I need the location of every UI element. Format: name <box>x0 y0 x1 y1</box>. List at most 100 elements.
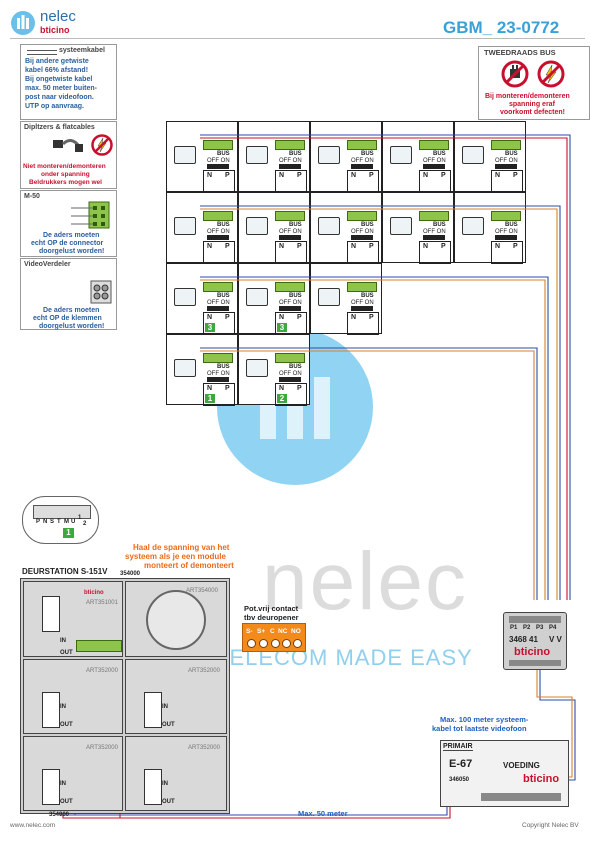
website: www.nelec.com <box>10 822 56 829</box>
dip-switch[interactable] <box>495 235 517 240</box>
terminal-strip <box>76 640 122 652</box>
n-label: N <box>207 172 213 179</box>
dip-label-u: U <box>71 519 76 525</box>
in-label: IN <box>60 781 66 787</box>
note-videoverdeler-line-2: echt OP de klemmen <box>33 315 102 322</box>
out-label: OUT <box>60 722 73 728</box>
bus-label: BUS <box>361 222 374 228</box>
note-bus-line-1: Bij monteren/demonteren <box>485 93 570 100</box>
videophone-unit: BUS OFF ON N P <box>310 263 382 335</box>
terminal-block <box>419 211 449 221</box>
note-cable-line-3: Bij ongetwiste kabel <box>25 76 93 83</box>
monitor-icon <box>246 217 268 235</box>
videophone-grid: BUS OFF ON N P BUS OFF ON N P BUS OFF ON… <box>166 121 526 406</box>
note-bus-line-3: voorkomt defecten! <box>500 109 565 116</box>
off-on-label: OFF ON <box>279 371 302 377</box>
door-station-code-bottom: 354000 <box>49 812 70 818</box>
module-button: ART352000 IN OUT <box>125 659 227 734</box>
port-p3: P3 <box>536 625 544 631</box>
in-label: IN <box>60 704 66 710</box>
power-model: E-67 <box>449 758 473 770</box>
dip-switch[interactable] <box>207 377 229 382</box>
bus-label: BUS <box>217 151 230 157</box>
note-m50-title: M-50 <box>24 193 40 200</box>
module-keypad: ART351001 bticino IN OUT <box>23 581 123 657</box>
flatcable-icon <box>53 139 83 152</box>
videophone-unit: BUS OFF ON N P 1 <box>166 334 238 406</box>
keypad-icon <box>42 596 60 632</box>
dip-label-p: P <box>36 519 41 525</box>
dip-label-m: M <box>64 519 69 525</box>
terminal-block <box>203 353 233 363</box>
note-videoverdeler-line-1: De aders moeten <box>43 307 100 314</box>
terminal-block <box>419 140 449 150</box>
monitor-icon <box>462 146 484 164</box>
door-station-code-top: 354000 <box>120 571 141 577</box>
bus-label: BUS <box>217 293 230 299</box>
note-videoverdeler: VideoVerdeler De aders moeten echt OP de… <box>20 258 117 330</box>
video-distributor: P1 P2 P3 P4 3468 41 V V bticino <box>503 612 567 670</box>
terminal-c: C <box>270 628 275 635</box>
in-label: IN <box>162 704 168 710</box>
note-m50-line-1: De aders moeten <box>43 232 100 239</box>
note-m50: M-50 De aders moeten echt OP de connecto… <box>20 190 117 257</box>
p-label: P <box>441 243 446 250</box>
dip-switch[interactable] <box>423 164 445 169</box>
p-label: P <box>297 172 302 179</box>
module-code: ART352000 <box>188 745 220 751</box>
power-code: 346050 <box>449 777 470 783</box>
bus-label: BUS <box>505 151 518 157</box>
note-dipswitch: Dipltzers & flatcables Niet monteren/dem… <box>20 121 117 189</box>
videophone-unit: BUS OFF ON N P <box>382 121 454 193</box>
bus-label: BUS <box>217 364 230 370</box>
monitor-icon <box>174 288 196 306</box>
module-brand: bticino <box>84 590 104 596</box>
p-label: P <box>369 243 374 250</box>
terminal-block <box>347 140 377 150</box>
videophone-unit: BUS OFF ON N P <box>238 192 310 264</box>
off-on-label: OFF ON <box>351 158 374 164</box>
dip-switch[interactable] <box>351 164 373 169</box>
power-terminals <box>481 793 561 801</box>
dip-switch[interactable] <box>207 235 229 240</box>
note-cable-line-6: UTP op aanvraag. <box>25 103 85 110</box>
off-on-label: OFF ON <box>279 229 302 235</box>
button-slot-icon <box>42 692 60 728</box>
p-label: P <box>513 243 518 250</box>
dip-switch[interactable] <box>279 235 301 240</box>
videophone-unit: BUS OFF ON N P <box>382 192 454 264</box>
bus-label: BUS <box>289 364 302 370</box>
power-supply: PRIMAIR E-67 VOEDING 346050 bticino <box>440 740 569 807</box>
terminal-block <box>347 282 377 292</box>
videophone-unit: BUS OFF ON N P <box>310 121 382 193</box>
dip-switch[interactable] <box>423 235 445 240</box>
dip-switch-callout: P N S T M U 1 2 1 <box>22 496 99 544</box>
max100-line-1: Max. 100 meter systeem- <box>440 715 529 724</box>
terminal-block <box>275 140 305 150</box>
module-code: ART352000 <box>86 745 118 751</box>
dip-switch[interactable] <box>279 164 301 169</box>
terminal-s-minus: S- <box>246 628 253 635</box>
note-bus-line-2: spanning eraf <box>509 101 555 108</box>
dip-switch[interactable] <box>351 306 373 311</box>
dip-switch[interactable] <box>495 164 517 169</box>
unit-badge: 3 <box>205 323 215 332</box>
terminal-block <box>347 211 377 221</box>
dip-switch[interactable] <box>351 235 373 240</box>
terminal-no: NO <box>291 628 301 635</box>
bus-label: BUS <box>289 293 302 299</box>
dip-switch[interactable] <box>279 306 301 311</box>
dip-switch[interactable] <box>207 164 229 169</box>
no-flash-icon <box>91 134 113 156</box>
monitor-icon <box>246 146 268 164</box>
header-divider <box>10 38 585 39</box>
terminal-block <box>275 282 305 292</box>
dip-switch[interactable] <box>207 306 229 311</box>
out-label: OUT <box>60 799 73 805</box>
dip-switch[interactable] <box>279 377 301 382</box>
module-camera: ART354000 <box>125 581 227 657</box>
note-cable-line-4: max. 50 meter buiten- <box>25 85 97 92</box>
m50-connector-icon <box>71 201 110 229</box>
np-divider <box>347 312 379 335</box>
note-videoverdeler-line-3: doorgelust worden! <box>39 323 105 330</box>
